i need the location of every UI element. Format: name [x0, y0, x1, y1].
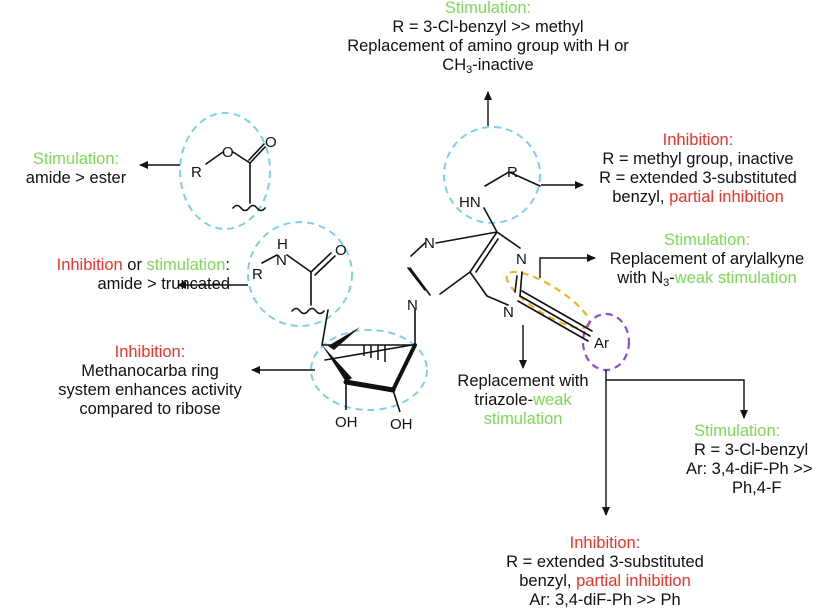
top-stimulation-line3: CH3-inactive: [442, 56, 534, 76]
hydroxyl-1-atom: OH: [335, 414, 358, 431]
right-inhibition-line2: R = extended 3-substituted: [599, 169, 797, 187]
amine-r-atom: R: [507, 164, 518, 181]
ester-stimulation-label: Stimulation: amide > ester: [12, 150, 140, 188]
annotation-arrows: [139, 91, 748, 516]
purine-n1-atom: N: [516, 251, 527, 268]
ester-stimulation-heading: Stimulation:: [32, 150, 120, 168]
right-inhibition-heading: Inhibition:: [662, 131, 734, 149]
molecule-bonds: [205, 143, 593, 361]
triazole-line2: triazole-weak: [474, 391, 572, 409]
amide-line1: amide > truncated: [97, 275, 230, 293]
bottom-inhibition-line2: benzyl, partial inhibition: [519, 572, 691, 590]
right-stimulation-line2: with N3-weak stimulation: [617, 269, 797, 289]
bottom-inhibition-label: Inhibition: R = extended 3-substituted b…: [480, 534, 730, 610]
methanocarba-heading: Inhibition:: [114, 343, 186, 361]
methanocarba-inhibition-label: Inhibition: Methanocarba ring system enh…: [48, 343, 252, 419]
aryl-stimulation-label: Stimulation: R = 3-Cl-benzyl Ar: 3,4-diF…: [686, 422, 816, 498]
arrow-to-aryl-stimulation: [605, 370, 748, 419]
methanocarba-line3: compared to ribose: [79, 400, 221, 418]
ester-highlight-circle: [179, 112, 271, 230]
top-stimulation-heading: Stimulation:: [444, 0, 532, 17]
ester-o-atom: O: [222, 144, 234, 161]
right-inhibition-line1: R = methyl group, inactive: [602, 150, 794, 168]
amide-h-atom: H: [277, 236, 288, 253]
bottom-inhibition-line1: R = extended 3-substituted: [506, 553, 704, 571]
bottom-inhibition-line3: Ar: 3,4-diF-Ph >> Ph: [529, 591, 681, 609]
amide-label: Inhibition or stimulation: amide > trunc…: [0, 256, 230, 294]
methanocarba-ring: [322, 327, 417, 413]
purine-n3-atom: N: [503, 304, 514, 321]
ester-r-atom: R: [191, 164, 202, 181]
triazole-line3: stimulation: [483, 410, 563, 428]
top-stimulation-line2: Replacement of amino group with H or: [347, 37, 629, 55]
ester-carbonyl-o-atom: O: [265, 134, 277, 151]
right-stimulation-line1: Replacement of arylalkyne: [609, 250, 805, 268]
amide-n-atom: N: [276, 252, 287, 269]
aryl-stimulation-heading: Stimulation:: [694, 422, 781, 440]
hydroxyl-2-atom: OH: [390, 416, 413, 433]
amide-carbonyl-o-atom: O: [335, 242, 347, 259]
amide-r-atom: R: [252, 266, 263, 283]
right-stimulation-heading: Stimulation:: [663, 231, 751, 249]
aryl-ar-atom: Ar: [594, 335, 609, 352]
alkyne-highlight-oval: [505, 270, 591, 330]
triazole-line1: Replacement with: [457, 372, 589, 390]
bottom-inhibition-heading: Inhibition:: [569, 534, 641, 552]
right-inhibition-line3: benzyl, partial inhibition: [612, 188, 784, 206]
amide-highlight-circle: [247, 221, 353, 327]
aryl-stimulation-line2: Ar: 3,4-diF-Ph >>: [686, 460, 813, 478]
top-stimulation-label: Stimulation: R = 3-Cl-benzyl >> methyl R…: [300, 0, 676, 76]
top-stimulation-line1: R = 3-Cl-benzyl >> methyl: [392, 18, 584, 36]
aryl-stimulation-line1: R = 3-Cl-benzyl: [694, 441, 809, 459]
methanocarba-highlight-circle: [310, 329, 428, 411]
right-stimulation-label: Stimulation: Replacement of arylalkyne w…: [597, 231, 817, 289]
purine-n9-atom: N: [407, 297, 418, 314]
ester-stimulation-line1: amide > ester: [25, 169, 127, 187]
methanocarba-line1: Methanocarba ring: [81, 362, 219, 380]
right-inhibition-label: Inhibition: R = methyl group, inactive R…: [578, 131, 818, 207]
aryl-stimulation-line3: Ph,4-F: [732, 479, 782, 497]
methanocarba-line2: system enhances activity: [58, 381, 242, 399]
arrow-to-right-stimulation: [539, 254, 596, 278]
amide-heading: Inhibition or stimulation:: [56, 256, 230, 274]
purine-n7-atom: N: [424, 235, 435, 252]
amine-hn-atom: HN: [459, 194, 481, 211]
triazole-label: Replacement with triazole-weak stimulati…: [448, 372, 598, 429]
